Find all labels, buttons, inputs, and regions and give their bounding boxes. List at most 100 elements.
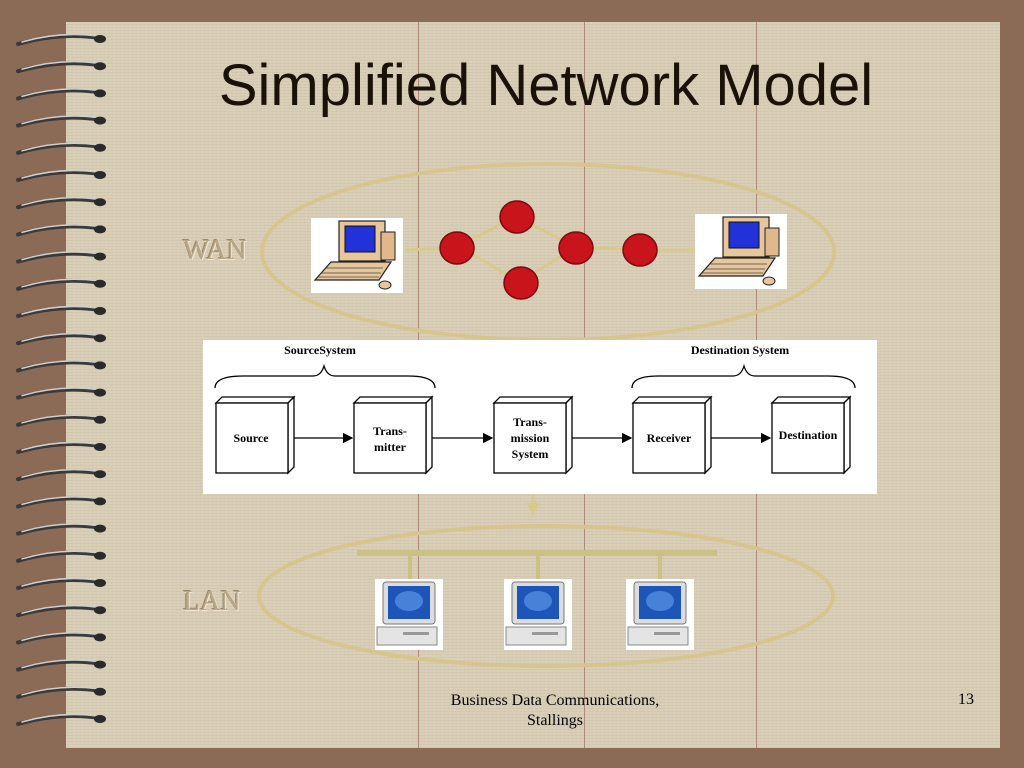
spiral-ring (16, 387, 102, 400)
spiral-ring (16, 115, 102, 128)
binding-hole (94, 171, 106, 179)
binding-hole (94, 715, 106, 723)
spiral-ring-highlight (21, 441, 99, 451)
binding-hole (94, 606, 106, 615)
spiral-ring (16, 550, 102, 563)
source-system-label: SourceSystem (284, 343, 356, 357)
footer-line-2: Stallings (526, 712, 583, 729)
binding-hole (94, 334, 106, 343)
spiral-ring-highlight (21, 523, 99, 533)
spiral-ring-highlight (21, 387, 99, 397)
binding-hole (94, 225, 106, 234)
spiral-ring (16, 686, 102, 699)
spiral-ring-highlight (21, 251, 99, 261)
workstation-icon (376, 581, 438, 646)
spiral-ring (16, 523, 102, 536)
spiral-ring-highlight (21, 550, 99, 560)
spiral-ring (16, 333, 102, 346)
spiral-ring (16, 61, 102, 74)
network-node-icon (558, 231, 594, 265)
binding-hole (94, 551, 106, 560)
block-diagram-svg: SourceSystem Destination System (214, 343, 856, 475)
spiral-binding-icon (16, 33, 106, 726)
lan-workstation-1 (375, 579, 443, 650)
transmission-label-line2: mission (511, 431, 550, 445)
block-diagram: SourceSystem Destination System (203, 340, 877, 494)
destination-system-label: Destination System (691, 343, 789, 357)
spiral-ring-highlight (21, 88, 99, 98)
binding-hole (94, 388, 106, 397)
workstation-icon (627, 581, 689, 646)
spiral-ring (16, 414, 102, 427)
binding-hole (94, 660, 106, 669)
spiral-ring-highlight (21, 632, 99, 642)
workstation-icon (505, 581, 567, 646)
lan-ellipse (257, 524, 835, 668)
spiral-ring-highlight (21, 169, 99, 179)
lan-label: LAN (183, 586, 241, 617)
binding-hole (94, 361, 106, 370)
spiral-ring (16, 360, 102, 373)
spiral-ring (16, 605, 102, 618)
spiral-ring-highlight (21, 468, 99, 478)
binding-hole (94, 89, 106, 98)
spiral-ring (16, 578, 102, 590)
transmission-system-box (492, 395, 574, 475)
network-node-icon (503, 266, 539, 300)
spiral-ring-highlight (21, 142, 99, 152)
binding-hole (94, 62, 106, 71)
transmitter-label-line1: Trans- (373, 424, 407, 438)
spiral-ring (16, 306, 102, 318)
network-node-icon (439, 231, 475, 265)
spiral-ring (16, 714, 102, 726)
spiral-ring-highlight (21, 60, 99, 70)
wan-nodes (439, 200, 658, 300)
spiral-ring (16, 142, 102, 155)
transmitter-label-line2: mitter (374, 440, 407, 454)
receiver-box (631, 395, 713, 475)
spiral-ring-highlight (21, 224, 99, 234)
spiral-ring-highlight (21, 577, 99, 587)
spiral-ring (16, 469, 102, 482)
spiral-ring (16, 170, 102, 182)
binding-hole (94, 497, 106, 506)
spiral-ring-highlight (21, 414, 99, 424)
footer-line-1: Business Data Communications, (450, 692, 660, 709)
lan-workstation-2 (504, 579, 572, 650)
destination-brace (631, 363, 856, 389)
source-box (214, 395, 296, 475)
binding-hole (94, 252, 106, 261)
source-label: Source (233, 431, 269, 445)
page-number: 13 (958, 691, 974, 708)
spiral-ring (16, 88, 102, 101)
transmitter-box (352, 395, 434, 475)
destination-box (770, 395, 852, 475)
spiral-ring-highlight (21, 33, 99, 43)
spiral-ring (16, 632, 102, 645)
lan-bus (357, 550, 717, 580)
binding-hole (94, 116, 106, 125)
binding-hole (94, 579, 106, 587)
binding-hole (94, 307, 106, 315)
spiral-ring-highlight (21, 332, 99, 342)
binding-hole (94, 633, 106, 642)
destination-label: Destination (779, 428, 838, 442)
spiral-ring-highlight (21, 115, 99, 125)
transmission-label-line1: Trans- (513, 415, 547, 429)
lan-workstation-3 (626, 579, 694, 650)
binding-hole (94, 415, 106, 424)
binding-hole (94, 687, 106, 696)
spiral-ring (16, 659, 102, 672)
spiral-ring-highlight (21, 604, 99, 614)
binding-hole (94, 443, 106, 451)
network-node-icon (622, 233, 658, 267)
binding-hole (94, 143, 106, 152)
binding-hole (94, 279, 106, 288)
wan-computer-left (311, 218, 403, 293)
spiral-ring-highlight (21, 305, 99, 315)
binding-hole (94, 198, 106, 207)
spiral-ring (16, 224, 102, 237)
spiral-ring-highlight (21, 713, 99, 723)
spiral-ring-highlight (21, 360, 99, 370)
spiral-ring (16, 278, 102, 291)
